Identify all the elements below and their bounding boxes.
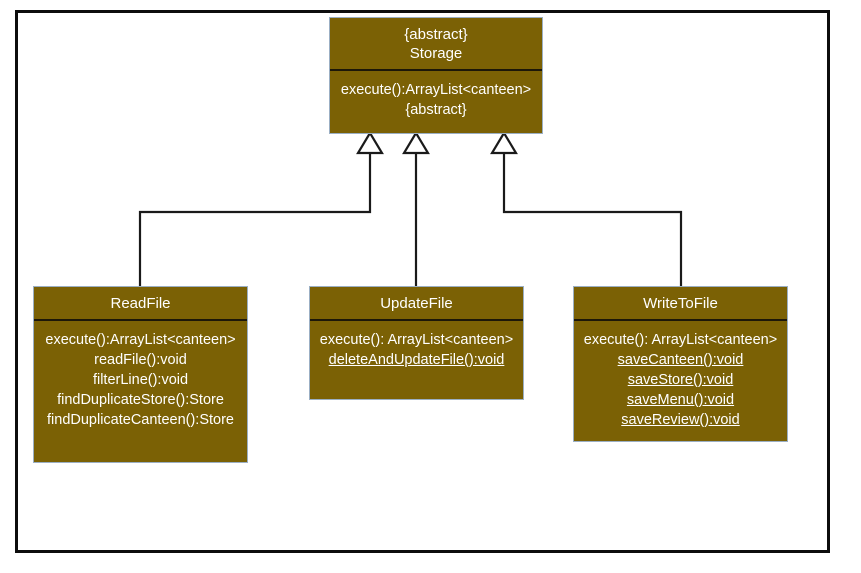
class-header-updatefile: UpdateFile (310, 287, 523, 321)
class-member: {abstract} (405, 102, 467, 118)
class-member: execute(): ArrayList<canteen> (319, 332, 514, 348)
class-member: execute():ArrayList<canteen> (340, 82, 532, 98)
class-members-readfile: execute():ArrayList<canteen> readFile():… (34, 321, 247, 438)
class-member: findDuplicateStore():Store (57, 392, 224, 408)
class-header-storage: {abstract} Storage (330, 18, 542, 71)
class-header-readfile: ReadFile (34, 287, 247, 321)
class-member-static: saveMenu():void (626, 392, 735, 408)
class-name-storage: Storage (409, 45, 463, 62)
class-box-readfile[interactable]: ReadFile execute():ArrayList<canteen> re… (33, 286, 248, 463)
class-box-writetofile[interactable]: WriteToFile execute(): ArrayList<canteen… (573, 286, 788, 442)
generalization-arrowhead-left (356, 130, 384, 155)
class-name-updatefile: UpdateFile (380, 295, 453, 312)
class-members-updatefile: execute(): ArrayList<canteen> deleteAndU… (310, 321, 523, 378)
class-name-writetofile: WriteToFile (643, 295, 718, 312)
class-member: filterLine():void (92, 372, 189, 388)
connector-readfile-to-storage (138, 152, 372, 286)
class-member-static: saveStore():void (627, 372, 734, 388)
class-member: execute():ArrayList<canteen> (45, 332, 236, 348)
class-member-static: saveReview():void (621, 412, 740, 428)
connector-writetofile-to-storage (502, 152, 683, 286)
generalization-arrowhead-right (490, 130, 518, 155)
class-members-storage: execute():ArrayList<canteen> {abstract} (330, 71, 542, 128)
class-box-storage[interactable]: {abstract} Storage execute():ArrayList<c… (329, 17, 543, 134)
generalization-arrowhead-middle (402, 130, 430, 155)
class-members-writetofile: execute(): ArrayList<canteen> saveCantee… (574, 321, 787, 438)
class-box-updatefile[interactable]: UpdateFile execute(): ArrayList<canteen>… (309, 286, 524, 400)
class-member-static: saveCanteen():void (617, 352, 744, 368)
class-member: readFile():void (94, 352, 187, 368)
class-member: findDuplicateCanteen():Store (47, 412, 234, 428)
class-header-writetofile: WriteToFile (574, 287, 787, 321)
class-stereotype-storage: {abstract} (404, 26, 468, 43)
class-member-static: deleteAndUpdateFile():void (328, 352, 505, 368)
class-name-readfile: ReadFile (110, 295, 171, 312)
class-member: execute(): ArrayList<canteen> (583, 332, 778, 348)
